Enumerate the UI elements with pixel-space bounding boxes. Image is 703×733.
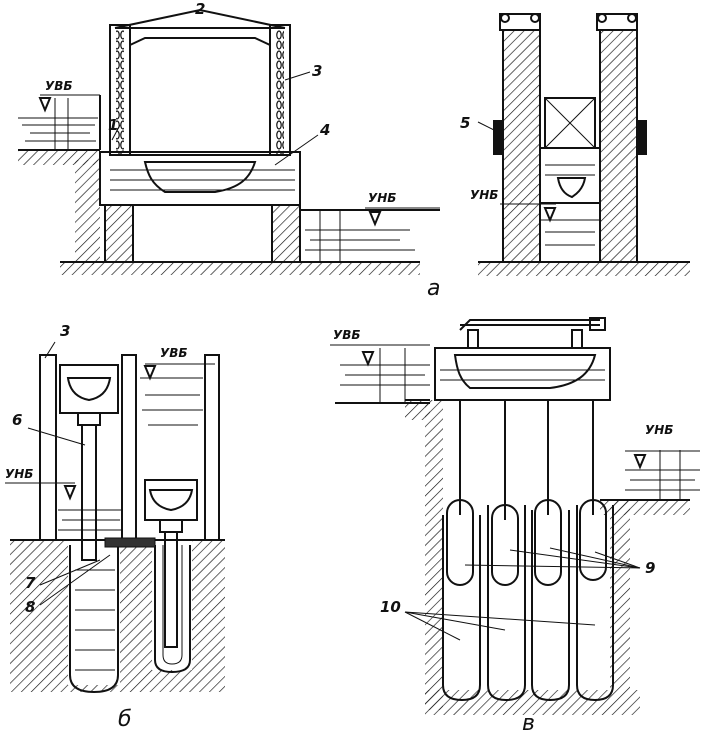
label-9: 9 — [645, 559, 655, 577]
ship-a — [143, 161, 257, 193]
shaft-right — [154, 545, 191, 674]
panel-b-hydraulic-lift: УВБ УНБ 3 6 7 8 б — [5, 322, 225, 732]
lower-level-label-a2: УНБ — [470, 188, 498, 202]
panel-a-end-view: УНБ 5 — [460, 13, 690, 276]
upper-level-label-v: УВБ — [333, 328, 361, 342]
label-4: 4 — [319, 121, 330, 139]
shaft-left — [69, 545, 119, 694]
counterweight-right — [637, 120, 647, 155]
caption-b: б — [118, 707, 132, 732]
label-8: 8 — [25, 598, 35, 616]
label-7: 7 — [25, 574, 36, 592]
upper-reservoir-a — [18, 95, 101, 165]
float-1 — [446, 400, 474, 586]
lower-level-label-v: УНБ — [645, 423, 673, 437]
float-4 — [579, 400, 607, 581]
chamber-a — [99, 151, 301, 206]
upper-level-label-b: УВБ — [160, 346, 188, 360]
lower-level-label-a: УНБ — [368, 191, 396, 205]
label-2: 2 — [195, 0, 205, 18]
float-2 — [491, 400, 519, 586]
caption-a: а — [427, 276, 440, 301]
label-1: 1 — [108, 116, 118, 134]
panel-a-vertical-lift: УВБ УНБ 1 2 3 4 а — [18, 0, 440, 301]
panel-v-float-lift: УВБ — [330, 317, 700, 733]
label-6: 6 — [12, 411, 22, 429]
label-10: 10 — [380, 598, 401, 616]
chain-right — [276, 30, 284, 155]
label-3b: 3 — [60, 322, 70, 340]
upper-level-label-a: УВБ — [45, 79, 73, 93]
label-5: 5 — [460, 114, 470, 132]
chain-left — [116, 30, 124, 155]
label-3: 3 — [312, 62, 322, 80]
caption-v: в — [522, 711, 535, 733]
float-3 — [534, 400, 562, 586]
counterweight-left — [493, 120, 503, 155]
lower-reservoir-a — [280, 204, 440, 262]
lower-level-label-b: УНБ — [5, 467, 33, 481]
